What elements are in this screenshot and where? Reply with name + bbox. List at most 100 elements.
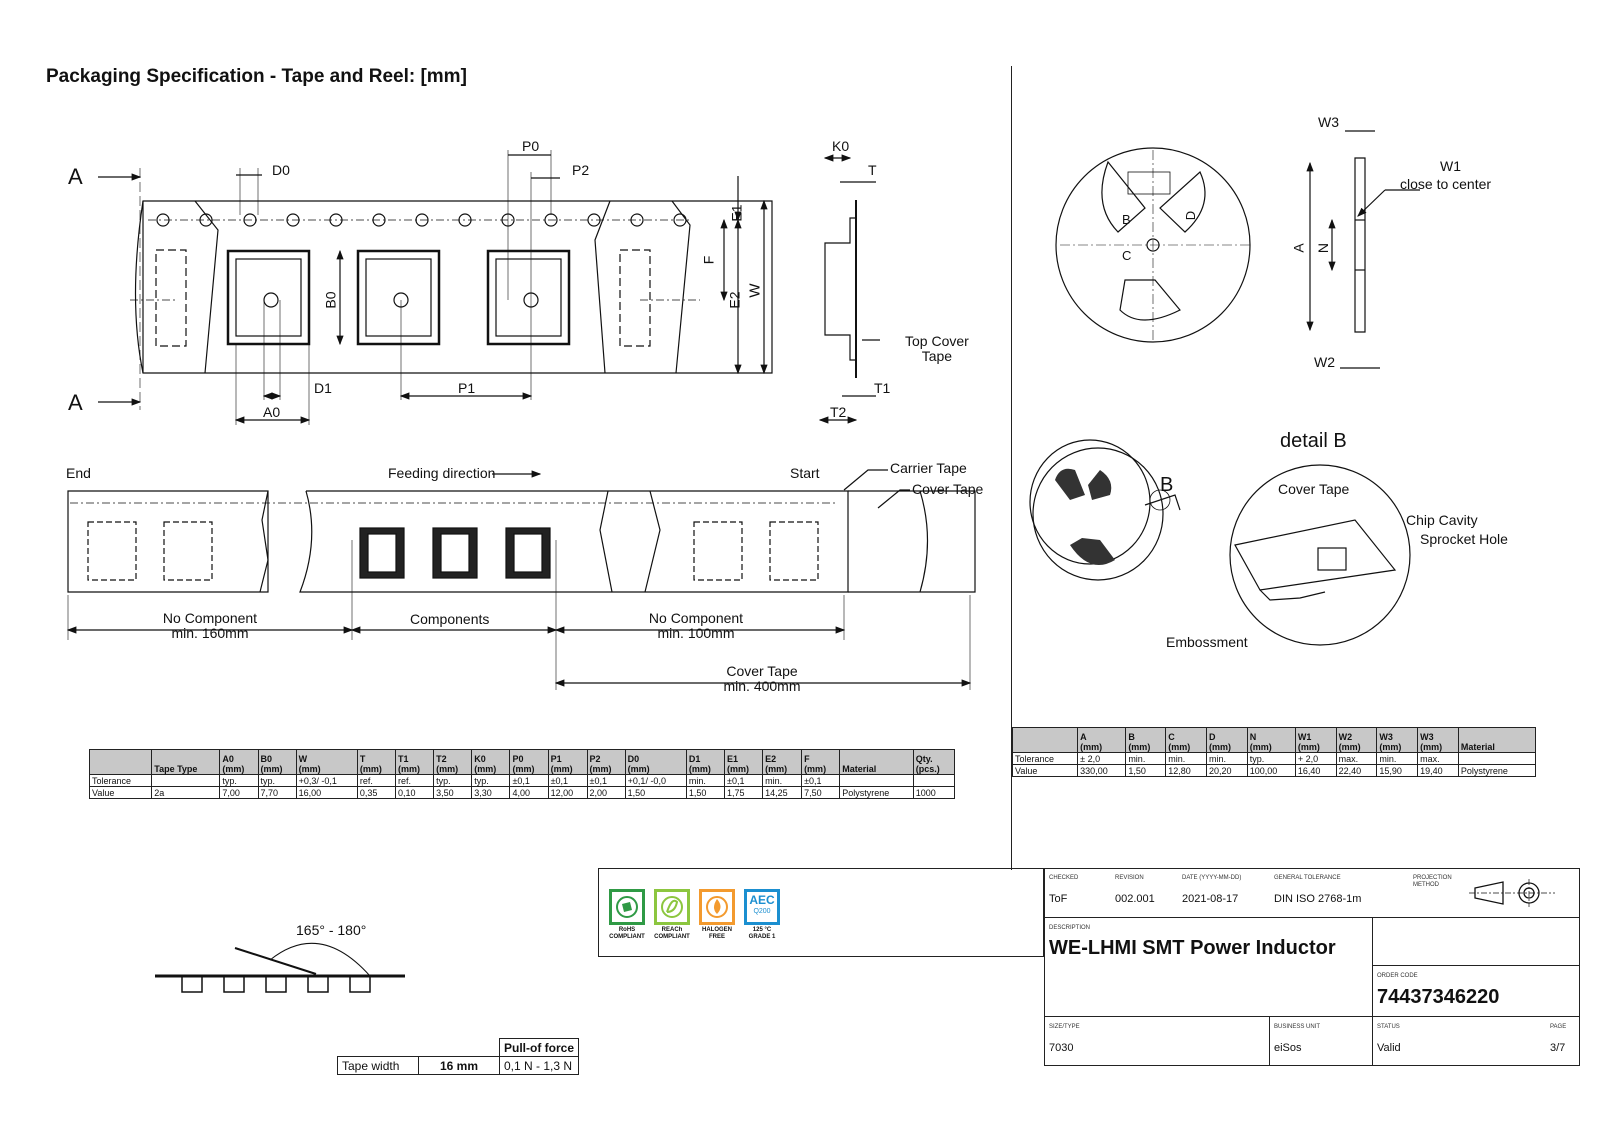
reel-table-cell — [1457, 752, 1537, 765]
tb-unit-value: eiSos — [1274, 1042, 1302, 1054]
label-e1: E1 — [728, 204, 745, 222]
pull-empty-b — [419, 1039, 500, 1057]
tb-line-3 — [1045, 1016, 1579, 1017]
tb-line-2 — [1372, 965, 1579, 966]
tape-table-cell: ±0,1 — [723, 774, 764, 787]
reel-table-cell: min. — [1376, 752, 1419, 765]
rohs-label: RoHS COMPLIANT — [609, 927, 645, 940]
reel-table-cell: Value — [1011, 764, 1079, 777]
tape-table-cell: min. — [762, 774, 803, 787]
tape-table-cell — [151, 774, 221, 787]
reel-table-cell: min. — [1125, 752, 1167, 765]
tape-table-cell: typ. — [257, 774, 297, 787]
tape-table-cell: 7,50 — [801, 786, 841, 799]
tape-table-cell: ±0,1 — [586, 774, 626, 787]
tb-checked-label: CHECKED — [1049, 875, 1079, 881]
label-d1: D1 — [314, 380, 332, 396]
pull-tape-width-label: Tape width — [337, 1056, 419, 1075]
tb-size-value: 7030 — [1049, 1042, 1074, 1054]
reel-table-cell: 22,40 — [1335, 764, 1378, 777]
label-a0: A0 — [263, 404, 281, 420]
tape-table-cell: ref. — [394, 774, 435, 787]
tape-table-cell: +0,1/ -0,0 — [624, 774, 687, 787]
tape-table-cell: 0,10 — [394, 786, 435, 799]
tape-table-cell: 7,70 — [257, 786, 297, 799]
page-title: Packaging Specification - Tape and Reel:… — [46, 66, 467, 87]
reel-table-cell: Polystyrene — [1457, 764, 1537, 777]
label-w: W — [746, 283, 764, 298]
tape-table-cell: typ. — [471, 774, 511, 787]
label-chip-cavity: Chip Cavity — [1406, 512, 1478, 528]
reel-table-cell: + 2,0 — [1294, 752, 1337, 765]
tb-description-value: WE-LHMI SMT Power Inductor — [1049, 937, 1336, 959]
tape-header-cell: T1 (mm) — [394, 749, 435, 775]
tape-table-cell: 2,00 — [586, 786, 626, 799]
label-sprocket-hole: Sprocket Hole — [1420, 531, 1508, 547]
tb-projection-label: PROJECTION METHOD — [1413, 875, 1452, 888]
label-top-cover-tape: Top Cover Tape — [905, 333, 969, 364]
tb-status-value: Valid — [1377, 1042, 1401, 1054]
tape-table-cell: 7,00 — [219, 786, 259, 799]
reel-table-cell: Tolerance — [1011, 752, 1079, 765]
tb-order-label: ORDER CODE — [1377, 973, 1418, 979]
no-component-start-text: No Component — [648, 610, 744, 626]
tb-vline-status — [1269, 1016, 1270, 1065]
tb-unit-label: BUSINESS UNIT — [1274, 1024, 1321, 1030]
tape-header-cell — [88, 749, 153, 775]
reel-table-cell: min. — [1206, 752, 1248, 765]
tape-table-cell — [839, 774, 914, 787]
pull-force-header: Pull-of force — [498, 1038, 580, 1057]
label-components: Components — [410, 611, 490, 627]
label-k0: K0 — [832, 138, 850, 154]
tb-order-value: 74437346220 — [1377, 986, 1500, 1008]
halogen-label: HALOGEN FREE — [702, 927, 732, 940]
label-reel-c: C — [1122, 248, 1132, 263]
label-start: Start — [790, 465, 820, 481]
reel-table-cell: 19,40 — [1417, 764, 1459, 777]
label-no-component-end: No Component min. 160mm — [110, 611, 310, 641]
tape-table-cell: 1000 — [912, 786, 956, 799]
label-detail-cover-tape: Cover Tape — [1278, 481, 1350, 497]
reel-table-cell: max. — [1417, 752, 1459, 765]
tape-table-cell — [912, 774, 956, 787]
label-reel-w1-note: close to center — [1400, 176, 1492, 192]
tape-header-cell: P1 (mm) — [547, 749, 588, 775]
tb-revision-label: REVISION — [1115, 875, 1144, 881]
reel-header-cell: D (mm) — [1206, 727, 1248, 753]
reel-header-cell: W3 (mm) — [1417, 727, 1459, 753]
divider-horizontal — [598, 956, 1044, 957]
reel-header-cell — [1011, 727, 1079, 753]
tape-header-cell: P0 (mm) — [509, 749, 549, 775]
reel-table-cell: 1,50 — [1125, 764, 1167, 777]
label-carrier-tape: Carrier Tape — [890, 460, 967, 476]
tape-table-cell: min. — [685, 774, 726, 787]
tb-page-value: 3/7 — [1550, 1042, 1566, 1054]
label-reel-w1: W1 — [1440, 158, 1461, 174]
tape-table-cell: ±0,1 — [547, 774, 588, 787]
tape-header-cell: E2 (mm) — [762, 749, 803, 775]
reel-header-cell: B (mm) — [1125, 727, 1167, 753]
tape-table-cell: 14,25 — [762, 786, 803, 799]
label-p0: P0 — [522, 138, 540, 154]
reel-table-cell: 20,20 — [1206, 764, 1248, 777]
no-component-end-text: No Component — [162, 610, 258, 626]
tape-table-cell: Polystyrene — [839, 786, 914, 799]
label-f: F — [700, 255, 717, 265]
rohs-icon — [609, 889, 645, 925]
tb-size-label: SIZE/TYPE — [1049, 1024, 1080, 1030]
halogen-icon — [699, 889, 735, 925]
label-embossment: Embossment — [1166, 634, 1248, 650]
tape-header-cell: D1 (mm) — [685, 749, 726, 775]
label-cover-tape: Cover Tape — [912, 481, 984, 497]
reel-header-cell: A (mm) — [1077, 727, 1127, 753]
label-reel-b: B — [1122, 212, 1131, 227]
reel-table-cell: max. — [1335, 752, 1378, 765]
label-detail-b: detail B — [1280, 430, 1347, 452]
label-section-a-bottom: A — [68, 390, 83, 415]
label-b-marker: B — [1160, 474, 1174, 496]
aec-label: 125 °C GRADE 1 — [748, 927, 776, 940]
reel-header-cell: W1 (mm) — [1294, 727, 1337, 753]
reel-table-cell: 16,40 — [1294, 764, 1337, 777]
